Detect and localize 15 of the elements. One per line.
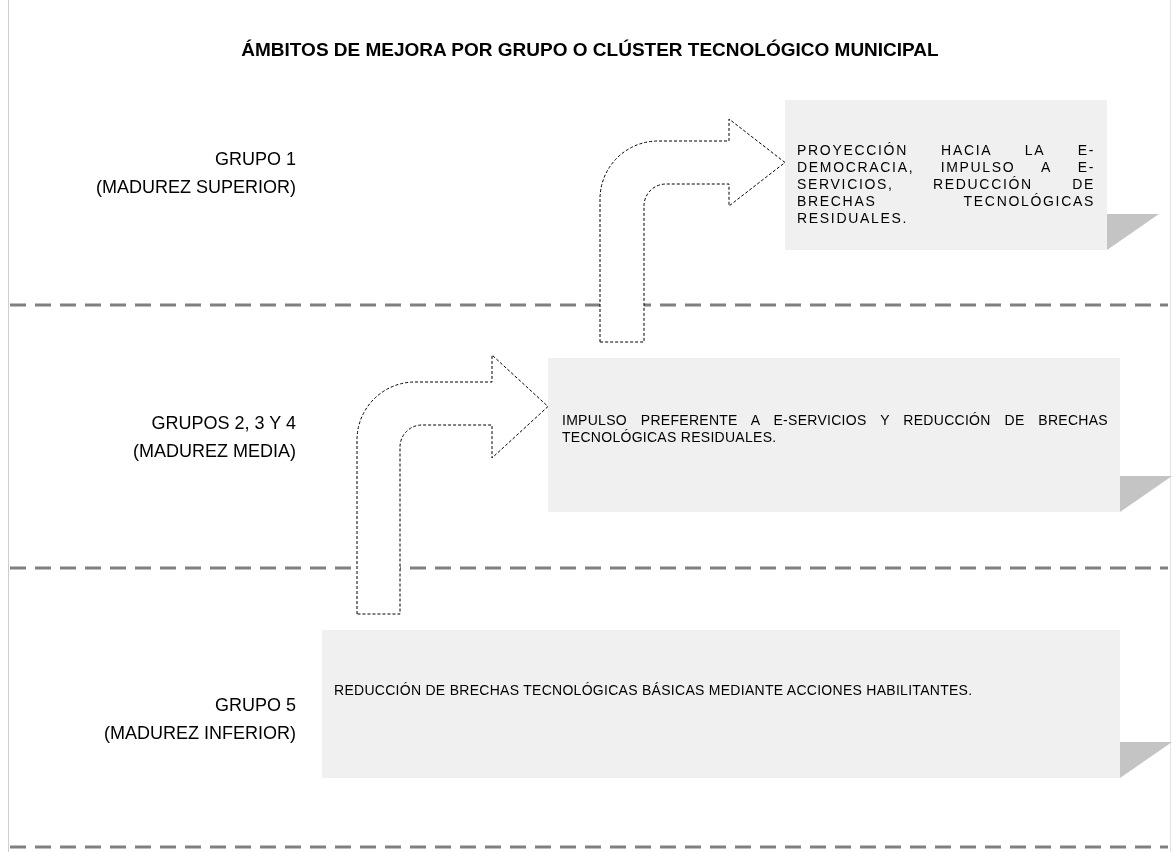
group-label: GRUPO 1 [214,148,296,170]
text-box [548,358,1120,512]
bent-block-arrow [599,118,786,343]
group-label: (MADUREZ MEDIA) [133,440,296,462]
group-label: (MADUREZ INFERIOR) [104,722,296,744]
group-label: (MADUREZ SUPERIOR) [96,176,296,198]
diagram-title: ÁMBITOS DE MEJORA POR GRUPO O CLÚSTER TECNOLÓGICO MUNICIPAL [240,38,940,62]
text-box [785,100,1107,250]
box-text: PROYECCIÓN HACIA LA E-DEMOCRACIA, IMPULSO A E-SERVICIOS, REDUCCIÓN DE BRECHAS TECNOLÓGICAS RESIDUALES. [797,142,1095,227]
text-box [322,630,1120,778]
group-label: GRUPOS 2, 3 Y 4 [151,412,296,434]
group-label: GRUPO 5 [214,694,296,716]
box-text: REDUCCIÓN DE BRECHAS TECNOLÓGICAS BÁSICAS MEDIANTE ACCIONES HABILITANTES. [334,682,974,699]
box-text: IMPULSO PREFERENTE A E-SERVICIOS Y REDUCCIÓN DE BRECHAS TECNOLÓGICAS RESIDUALES. [562,412,1108,446]
bent-block-arrow [356,354,549,615]
